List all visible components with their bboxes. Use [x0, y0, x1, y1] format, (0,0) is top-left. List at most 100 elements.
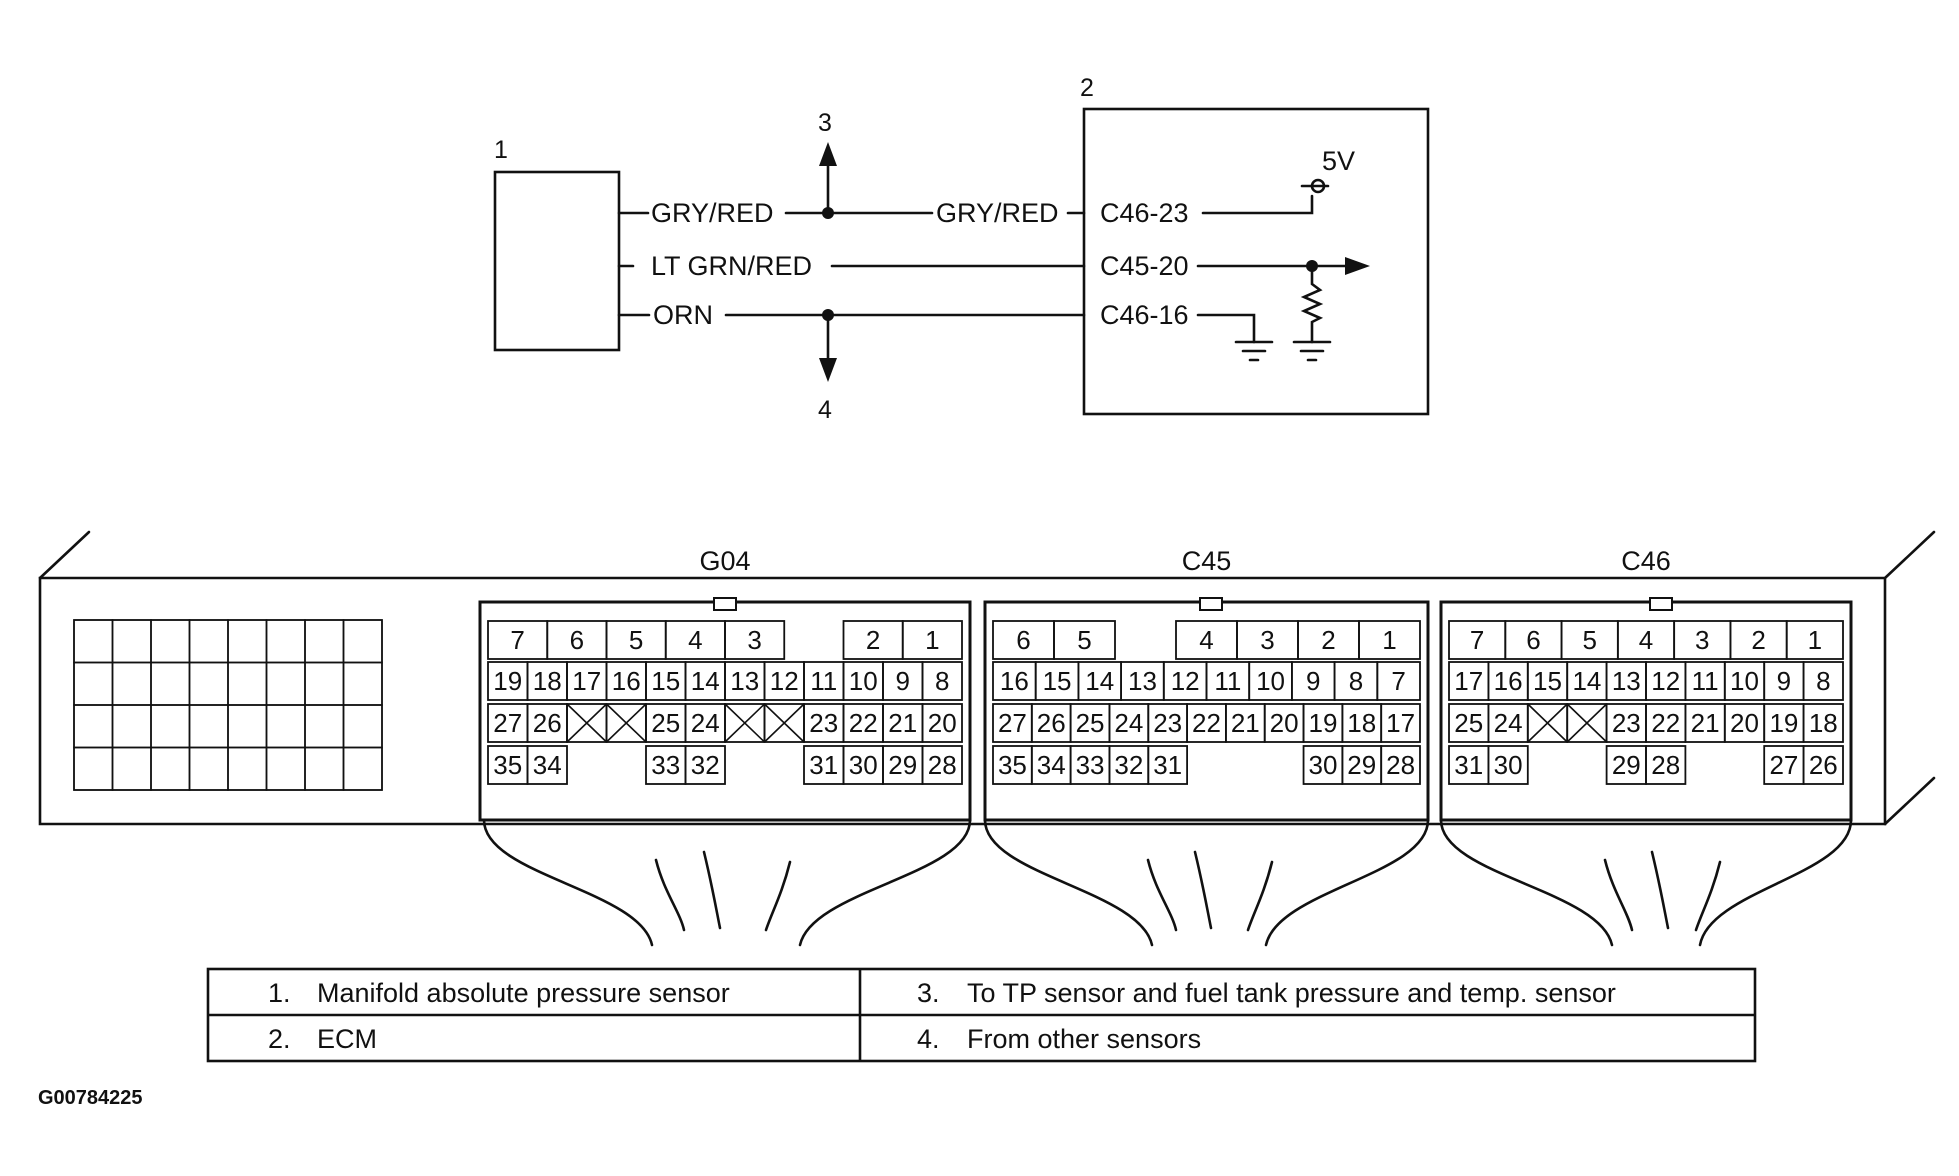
- legend-item-2-text: ECM: [317, 1024, 377, 1054]
- pin-number: 35: [493, 750, 522, 780]
- pin-number: 21: [1231, 708, 1260, 738]
- harness-c46: [1439, 818, 1853, 947]
- pin-cell: 3: [1236, 620, 1299, 660]
- pin-number: 17: [572, 666, 601, 696]
- pin-cell: 25: [1448, 703, 1490, 743]
- junction-dot: [822, 207, 834, 219]
- grid-cell: [150, 619, 191, 664]
- terminal-c45-20: C45-20: [1100, 251, 1189, 281]
- terminal-c46-16: C46-16: [1100, 300, 1189, 330]
- ecm-ground-line: [1196, 313, 1256, 344]
- arrow-down-icon: [819, 358, 837, 382]
- pin-number: 10: [1256, 666, 1285, 696]
- pin-number: 6: [1016, 625, 1030, 655]
- grid-cell: [73, 661, 114, 706]
- legend-item-4-text: From other sensors: [967, 1024, 1201, 1054]
- grid-cell: [342, 619, 383, 664]
- grid-cell: [188, 619, 229, 664]
- pin-number: 26: [1809, 750, 1838, 780]
- pin-number: 21: [888, 708, 917, 738]
- pin-number: 31: [809, 750, 838, 780]
- pin-cell: 18: [1341, 703, 1383, 743]
- pin-cell: 15: [645, 661, 687, 701]
- pin-cell: 14: [684, 661, 726, 701]
- pin-cell: 24: [1487, 703, 1529, 743]
- pin-cell: 24: [684, 703, 726, 743]
- pin-cell: 29: [1341, 745, 1383, 785]
- pin-number: 1: [1382, 625, 1396, 655]
- pin-number: 1: [925, 625, 939, 655]
- pin-number: 35: [998, 750, 1027, 780]
- pin-number: 14: [1085, 666, 1114, 696]
- pin-cell: 26: [1030, 703, 1072, 743]
- callout-1: 1: [494, 136, 508, 164]
- pin-cell: 7: [1448, 620, 1507, 660]
- pin-number: 34: [533, 750, 562, 780]
- pin-cell: 26: [526, 703, 568, 743]
- pin-cell: 21: [882, 703, 924, 743]
- ecm-module-outline: [38, 576, 1887, 826]
- pin-cell: 34: [526, 745, 568, 785]
- ground-icon: [1292, 340, 1332, 362]
- pin-number: 32: [691, 750, 720, 780]
- pin-cell: 15: [1034, 661, 1080, 701]
- pin-cell: 30: [842, 745, 884, 785]
- callout-3: 3: [818, 109, 832, 137]
- pin-number: 27: [493, 708, 522, 738]
- pin-number: 19: [1308, 708, 1337, 738]
- pin-number: 26: [1037, 708, 1066, 738]
- grid-cell: [304, 661, 345, 706]
- pin-cell: 35: [992, 745, 1033, 785]
- pin-cell: 30: [1487, 745, 1529, 785]
- pin-cell: 16: [605, 661, 647, 701]
- pin-cell: 24: [1108, 703, 1150, 743]
- pin-number: 30: [849, 750, 878, 780]
- pin-number: 9: [1777, 666, 1791, 696]
- grid-cell: [265, 661, 306, 706]
- connector-name: C46: [1621, 546, 1671, 576]
- pin-number: 25: [1076, 708, 1105, 738]
- pin-cell: 10: [1248, 661, 1293, 701]
- pin-number: 15: [1043, 666, 1072, 696]
- pin-cell: 3: [1673, 620, 1732, 660]
- supply-voltage-label: 5V: [1322, 146, 1355, 176]
- pin-cell: 2: [842, 620, 904, 660]
- pin-number: 23: [809, 708, 838, 738]
- pin-number: 19: [1769, 708, 1798, 738]
- pin-cell: [763, 703, 805, 743]
- legend-item-1-text: Manifold absolute pressure sensor: [317, 978, 730, 1008]
- pin-cell: 11: [1684, 661, 1726, 701]
- pin-number: 5: [1582, 625, 1596, 655]
- pin-number: 13: [1128, 666, 1157, 696]
- pin-number: 27: [1769, 750, 1798, 780]
- grid-cell: [188, 704, 229, 749]
- ecm-module-edge: [38, 530, 91, 580]
- pin-number: 11: [1214, 666, 1241, 696]
- pin-cell: 29: [1605, 745, 1647, 785]
- pin-number: 2: [866, 625, 880, 655]
- pin-number: 18: [1809, 708, 1838, 738]
- pin-cell: 10: [1723, 661, 1766, 701]
- grid-cell: [73, 746, 114, 791]
- pin-cell: 14: [1077, 661, 1123, 701]
- pin-cell: 12: [1162, 661, 1208, 701]
- pin-cell: 16: [992, 661, 1037, 701]
- pin-number: 26: [533, 708, 562, 738]
- pin-cell: 33: [645, 745, 687, 785]
- pin-cell: 7: [487, 620, 549, 660]
- pin-number: 16: [612, 666, 641, 696]
- harness-c45: [983, 818, 1430, 947]
- ecm-module-edge: [1883, 776, 1936, 826]
- pin-number: 30: [1308, 750, 1337, 780]
- pin-number: 19: [493, 666, 522, 696]
- legend-item-2-num: 2.: [268, 1024, 291, 1054]
- pulldown-resistor-icon: [1300, 264, 1324, 344]
- pin-cell: 6: [992, 620, 1055, 660]
- blocked-pin-icon: [605, 703, 647, 743]
- pin-number: 6: [1526, 625, 1540, 655]
- pin-cell: 33: [1069, 745, 1111, 785]
- figure-code: G00784225: [38, 1087, 143, 1109]
- grid-cell: [304, 704, 345, 749]
